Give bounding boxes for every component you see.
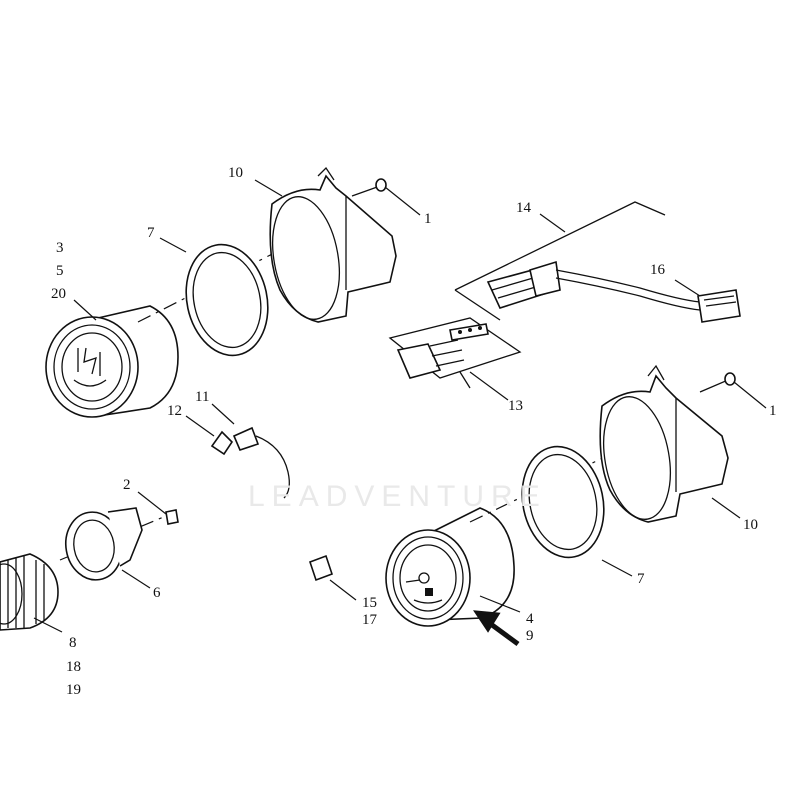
callout-6: 6 xyxy=(153,585,161,601)
callout-10-lower: 10 xyxy=(743,517,758,533)
cup-upper xyxy=(269,166,397,323)
callout-1-lower: 1 xyxy=(769,403,777,419)
callout-18: 18 xyxy=(66,659,81,675)
callout-7-lower: 7 xyxy=(637,571,645,587)
callout-5: 5 xyxy=(56,263,64,279)
sender-unit xyxy=(210,426,290,499)
watermark: LEADVENTURE xyxy=(248,480,547,513)
highlight-arrow xyxy=(473,610,520,647)
callout-14: 14 xyxy=(516,200,531,216)
wire-harness xyxy=(454,201,741,323)
bracket-6 xyxy=(65,507,143,581)
callout-3: 3 xyxy=(56,240,64,256)
callout-13: 13 xyxy=(508,398,523,414)
nut-2 xyxy=(165,509,179,525)
screw-lower xyxy=(699,372,736,393)
leader-lines xyxy=(33,179,767,633)
terminal-kit xyxy=(388,317,522,389)
callout-9: 9 xyxy=(526,628,534,644)
gauge-lower-right xyxy=(385,507,515,627)
callout-19: 19 xyxy=(66,682,81,698)
callout-10-upper: 10 xyxy=(228,165,243,181)
centerline-left xyxy=(59,515,167,561)
connector-15 xyxy=(308,554,334,582)
gauge-8 xyxy=(0,553,59,631)
cup-lower xyxy=(599,364,729,523)
callout-1-upper: 1 xyxy=(424,211,432,227)
screw-upper xyxy=(351,178,387,197)
callout-2: 2 xyxy=(123,477,131,493)
callout-4: 4 xyxy=(526,611,534,627)
gauge-upper-left xyxy=(45,305,179,418)
callout-15: 15 xyxy=(362,595,377,611)
callout-11: 11 xyxy=(195,389,210,405)
ring-upper xyxy=(185,243,269,357)
callout-8: 8 xyxy=(69,635,77,651)
callout-12: 12 xyxy=(167,403,182,419)
callout-16: 16 xyxy=(650,262,665,278)
callout-17: 17 xyxy=(362,612,377,628)
callout-20: 20 xyxy=(51,286,66,302)
ring-lower xyxy=(521,445,605,559)
callout-7-upper: 7 xyxy=(147,225,155,241)
